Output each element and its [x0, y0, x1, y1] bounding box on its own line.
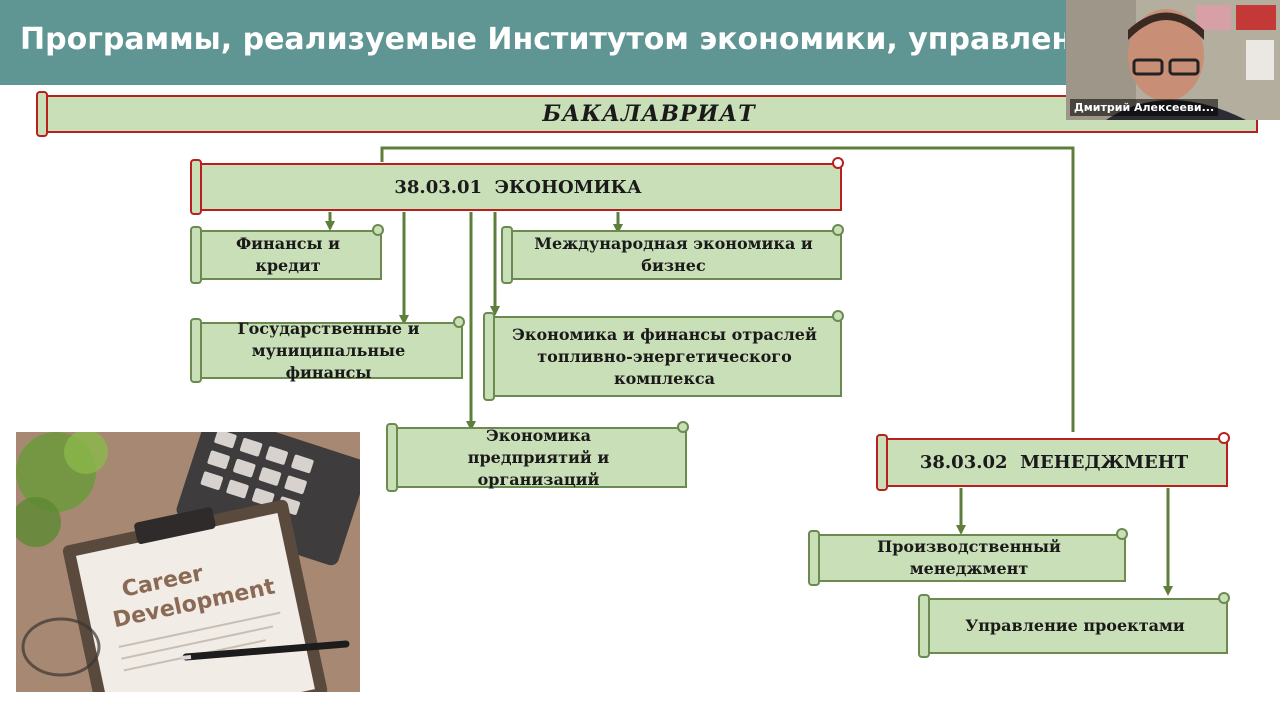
program-project-management: Управление проектами — [918, 592, 1230, 658]
program-label: Международная экономика и бизнес — [534, 234, 813, 275]
program-fuel-energy: Экономика и финансы отраслей топливно-эн… — [483, 310, 844, 401]
management-label: 38.03.02 МЕНЕДЖМЕНТ — [919, 452, 1189, 473]
program-label: Экономика и финансы отраслей топливно-эн… — [512, 324, 817, 388]
program-intl-economics: Международная экономика и бизнес — [501, 224, 844, 284]
program-label: Экономика предприятий и организаций — [467, 425, 610, 489]
program-production-management: Производственный менеджмент — [808, 528, 1128, 586]
program-label: Государственные и муниципальные финансы — [237, 318, 420, 382]
management-node: 38.03.02 МЕНЕДЖМЕНТ — [876, 432, 1230, 491]
program-enterprise-economics: Экономика предприятий и организаций — [386, 421, 689, 492]
career-development-photo: Career Development — [16, 432, 360, 692]
root-label: БАКАЛАВРИАТ — [542, 101, 756, 127]
economics-node: 38.03.01 ЭКОНОМИКА — [190, 157, 844, 215]
slide-title: Программы, реализуемые Институтом эконом… — [20, 22, 1065, 57]
program-finance-credit: Финансы и кредит — [190, 224, 384, 284]
participant-name: Дмитрий Алексееви... — [1070, 99, 1219, 116]
program-label: Управление проектами — [965, 616, 1185, 635]
photo-illustration: Career Development — [16, 432, 360, 692]
economics-label: 38.03.01 ЭКОНОМИКА — [394, 176, 642, 198]
program-label: Финансы и кредит — [235, 234, 341, 275]
program-gov-finance: Государственные и муниципальные финансы — [190, 316, 465, 383]
participant-video[interactable]: Дмитрий Алексееви... — [1066, 0, 1280, 120]
program-label: Производственный менеджмент — [877, 537, 1061, 578]
